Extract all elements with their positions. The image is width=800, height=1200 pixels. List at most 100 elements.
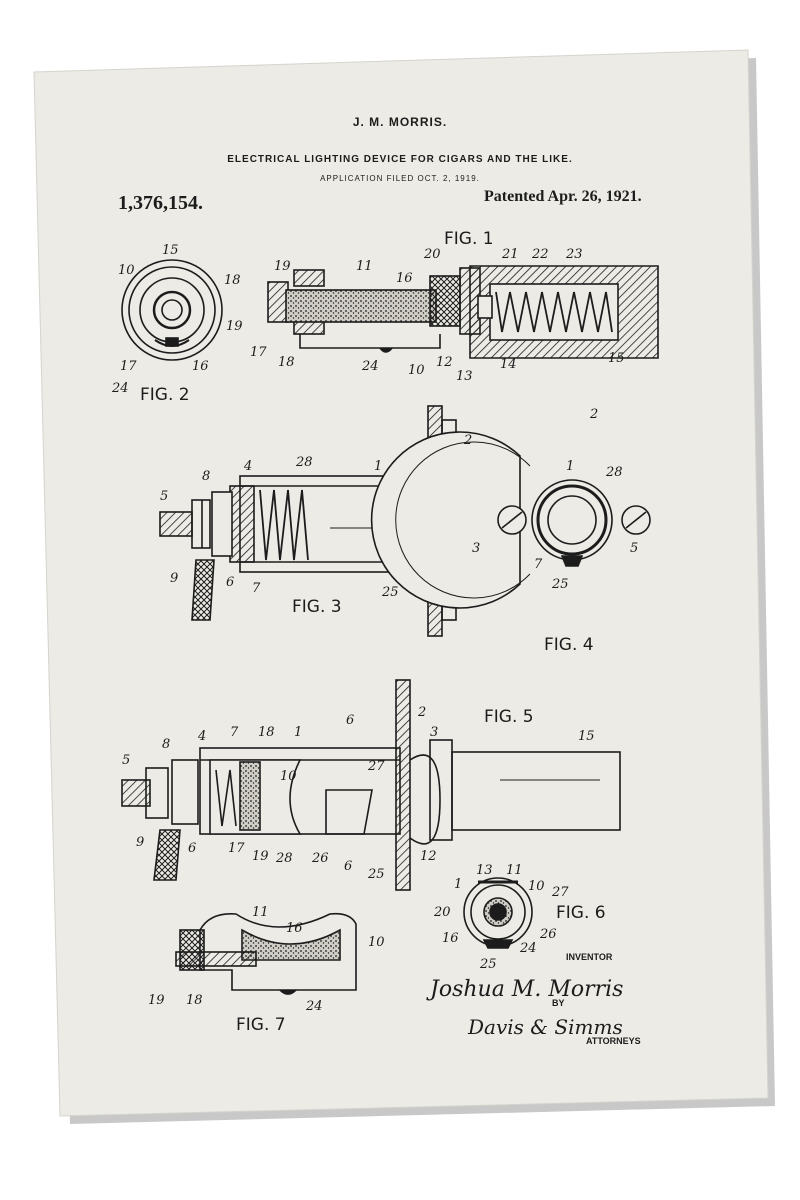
svg-text:6: 6 <box>188 841 196 856</box>
svg-text:13: 13 <box>476 863 493 878</box>
svg-text:15: 15 <box>162 243 179 258</box>
svg-text:24: 24 <box>361 359 379 374</box>
fig2-drawing <box>121 259 223 361</box>
svg-text:17: 17 <box>120 359 137 374</box>
svg-text:27: 27 <box>551 885 569 900</box>
fig4-drawing <box>370 431 651 609</box>
svg-text:24: 24 <box>305 999 323 1014</box>
fig4-caption: FIG. 4 <box>544 635 594 655</box>
svg-text:10: 10 <box>408 363 425 378</box>
svg-text:8: 8 <box>162 737 170 752</box>
svg-text:16: 16 <box>442 931 459 946</box>
svg-text:19: 19 <box>148 993 165 1008</box>
fig7-caption: FIG. 7 <box>236 1015 286 1035</box>
svg-text:1: 1 <box>374 459 382 474</box>
fig7-drawing <box>175 912 357 995</box>
svg-text:7: 7 <box>534 557 543 572</box>
svg-text:3: 3 <box>430 725 438 740</box>
fig1-drawing <box>267 265 659 359</box>
svg-text:20: 20 <box>433 905 451 920</box>
svg-text:17: 17 <box>228 841 245 856</box>
svg-text:10: 10 <box>528 879 545 894</box>
svg-text:6: 6 <box>346 713 354 728</box>
fig6-drawing <box>463 877 533 949</box>
svg-text:26: 26 <box>539 927 557 942</box>
svg-text:1: 1 <box>566 459 574 474</box>
svg-text:8: 8 <box>202 469 210 484</box>
by-label: BY <box>552 998 565 1008</box>
fig3-caption: FIG. 3 <box>292 597 342 617</box>
svg-text:18: 18 <box>278 355 295 370</box>
svg-text:19: 19 <box>274 259 291 274</box>
svg-text:7: 7 <box>252 581 261 596</box>
svg-text:16: 16 <box>396 271 413 286</box>
svg-text:20: 20 <box>423 247 441 262</box>
svg-text:11: 11 <box>356 259 373 274</box>
fig5-caption: FIG. 5 <box>484 707 534 727</box>
svg-text:5: 5 <box>630 541 638 556</box>
svg-text:12: 12 <box>420 849 437 864</box>
svg-text:2: 2 <box>463 433 472 448</box>
fig6-caption: FIG. 6 <box>556 903 606 923</box>
svg-text:24: 24 <box>519 941 537 956</box>
fig2-caption: FIG. 2 <box>140 385 190 405</box>
svg-text:11: 11 <box>506 863 523 878</box>
svg-text:13: 13 <box>456 369 473 384</box>
svg-text:28: 28 <box>275 851 293 866</box>
svg-text:4: 4 <box>197 729 206 744</box>
svg-text:28: 28 <box>295 455 313 470</box>
svg-text:15: 15 <box>608 351 625 366</box>
svg-text:11: 11 <box>252 905 269 920</box>
attorneys-label: ATTORNEYS <box>586 1036 641 1046</box>
svg-text:2: 2 <box>589 407 598 422</box>
svg-text:2: 2 <box>417 705 426 720</box>
attorney-signature: Davis & Simms <box>467 1015 623 1039</box>
svg-text:19: 19 <box>252 849 269 864</box>
svg-text:26: 26 <box>311 851 329 866</box>
svg-text:5: 5 <box>122 753 130 768</box>
svg-text:9: 9 <box>136 835 144 850</box>
filing-date: APPLICATION FILED OCT. 2, 1919. <box>320 174 480 183</box>
patent-date: Patented Apr. 26, 1921. <box>484 188 642 205</box>
svg-text:17: 17 <box>250 345 267 360</box>
svg-text:28: 28 <box>605 465 623 480</box>
svg-text:27: 27 <box>367 759 385 774</box>
svg-text:15: 15 <box>578 729 595 744</box>
svg-text:3: 3 <box>472 541 480 556</box>
svg-text:16: 16 <box>192 359 209 374</box>
svg-text:18: 18 <box>224 273 241 288</box>
svg-text:6: 6 <box>226 575 234 590</box>
inventor-signature: Joshua M. Morris <box>426 977 623 1002</box>
svg-text:5: 5 <box>160 489 168 504</box>
svg-text:25: 25 <box>381 585 399 600</box>
svg-text:21: 21 <box>501 247 519 262</box>
svg-text:19: 19 <box>226 319 243 334</box>
svg-text:25: 25 <box>551 577 569 592</box>
svg-text:25: 25 <box>479 957 497 972</box>
fig5-drawing <box>121 679 621 891</box>
patent-number: 1,376,154. <box>118 192 203 214</box>
svg-text:10: 10 <box>118 263 135 278</box>
svg-text:16: 16 <box>286 921 303 936</box>
svg-text:10: 10 <box>368 935 385 950</box>
svg-text:9: 9 <box>170 571 178 586</box>
svg-text:22: 22 <box>531 247 549 262</box>
svg-text:6: 6 <box>344 859 352 874</box>
svg-text:14: 14 <box>500 357 517 372</box>
svg-text:23: 23 <box>565 247 583 262</box>
svg-text:4: 4 <box>243 459 252 474</box>
patent-title: ELECTRICAL LIGHTING DEVICE FOR CIGARS AN… <box>227 154 573 165</box>
signature-block: INVENTOR Joshua M. Morris BY Davis & Sim… <box>426 952 641 1046</box>
svg-text:18: 18 <box>186 993 203 1008</box>
inventor-label: INVENTOR <box>566 952 613 962</box>
svg-text:1: 1 <box>454 877 462 892</box>
svg-text:12: 12 <box>436 355 453 370</box>
inventor-header: J. M. MORRIS. <box>352 115 448 129</box>
svg-text:10: 10 <box>280 769 297 784</box>
fig1-caption: FIG. 1 <box>444 229 494 249</box>
svg-text:24: 24 <box>111 381 129 396</box>
svg-text:7: 7 <box>230 725 239 740</box>
